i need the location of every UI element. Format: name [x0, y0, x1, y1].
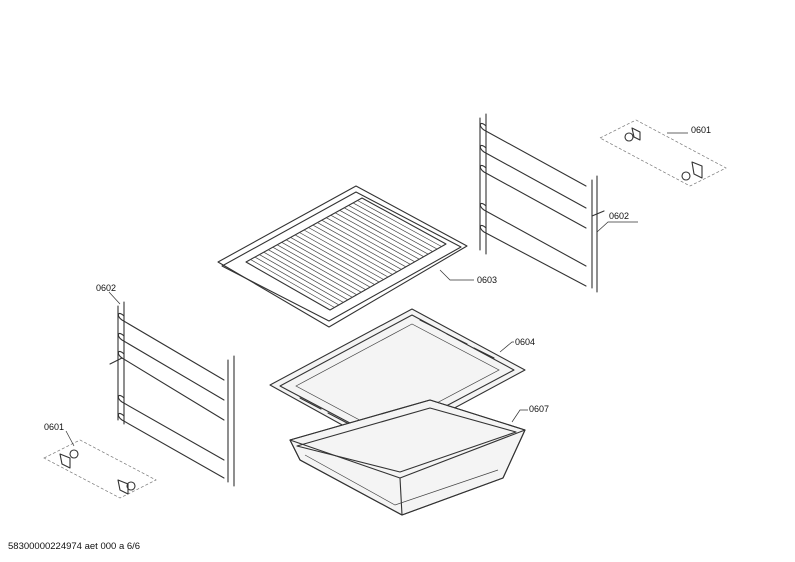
leader-0602-right — [596, 221, 638, 233]
side-rail-right — [479, 113, 605, 293]
rack-wire — [254, 256, 340, 306]
rack-wire — [294, 234, 380, 283]
rack-wire — [303, 229, 389, 278]
leader-0607 — [511, 409, 528, 423]
rack-wire — [312, 224, 398, 273]
rack-wire — [308, 227, 393, 275]
deep-pan — [289, 399, 526, 516]
rack-wire — [339, 209, 424, 258]
rack-wire — [277, 244, 362, 293]
document-footer: 58300000224974 aet 000 a 6/6 — [8, 541, 141, 552]
rack-wire — [330, 214, 415, 263]
label-0603: 0603 — [477, 275, 497, 285]
rack-wire — [281, 241, 366, 291]
leader-0601-left — [65, 430, 75, 447]
rack-wire — [272, 246, 357, 296]
label-0602-right: 0602 — [609, 211, 629, 221]
rack-wire — [250, 259, 335, 308]
rack-wire — [344, 207, 429, 255]
hooks-left — [43, 439, 157, 499]
leader-0602-left — [108, 291, 121, 305]
side-rail-left — [109, 301, 235, 487]
rack-wire — [348, 205, 433, 252]
rack-wire — [290, 237, 375, 285]
rack-wire — [357, 200, 442, 247]
hooks-right — [599, 119, 727, 187]
rack-wire — [326, 217, 411, 265]
leader-0604 — [499, 341, 514, 353]
label-0607: 0607 — [529, 404, 549, 414]
rack-wire — [263, 251, 348, 301]
rack-wire — [268, 249, 353, 298]
rack-wire — [299, 232, 384, 280]
rack-wire — [321, 219, 406, 268]
rack-wire — [286, 239, 371, 288]
label-0604: 0604 — [515, 337, 535, 347]
rack-wire — [335, 212, 420, 260]
label-0602-left: 0602 — [96, 283, 116, 293]
wire-rack — [217, 185, 468, 328]
rack-wire — [259, 254, 344, 303]
rack-wire — [317, 222, 402, 270]
rack-wire — [352, 202, 438, 250]
leader-0603 — [439, 269, 474, 281]
label-0601-right: 0601 — [691, 125, 711, 135]
label-0601-left: 0601 — [44, 422, 64, 432]
